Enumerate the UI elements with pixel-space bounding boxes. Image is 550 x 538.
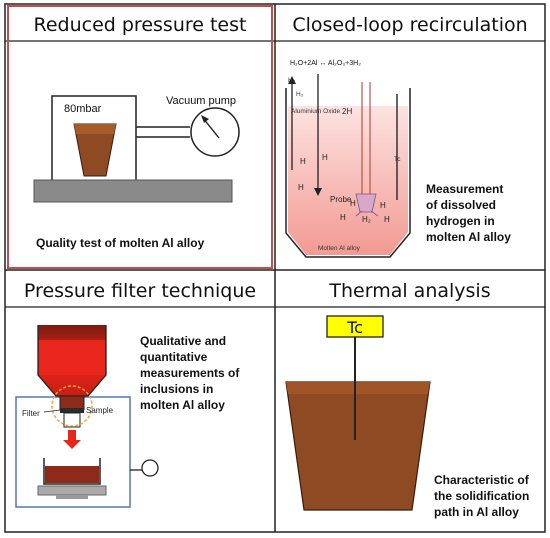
arrow-h2-up-head (288, 76, 296, 84)
scale-base (56, 495, 88, 499)
thermal-crucible-rim (286, 382, 430, 394)
vessel-outline (285, 88, 411, 258)
caption-line: path in Al alloy (434, 505, 519, 519)
caption-line: the solidification (434, 489, 529, 503)
h2-label-top: H₂ (288, 77, 296, 84)
h-atom: H (380, 201, 386, 210)
pump-needle-arrowhead (201, 115, 209, 123)
sample-holder (63, 412, 81, 428)
panel-thermal: Thermal analysis Tc Characteristic of th… (285, 280, 530, 519)
thermal-tc-label: Tc (346, 318, 363, 337)
panel-closed-loop: Closed-loop recirculation H₂O+2Al ↔ Al₂O… (285, 14, 528, 258)
h-pointer (370, 210, 379, 217)
caption-reduced-pressure: Quality test of molten Al alloy (36, 236, 205, 250)
caption-line: Measurement (426, 182, 503, 196)
caption-line: Qualitative and (140, 334, 226, 348)
funnel-top-liquid (39, 340, 105, 375)
filter-disc (60, 408, 84, 413)
pressure-label: 80mbar (64, 103, 102, 115)
thermal-crucible (285, 381, 431, 511)
highlight-border (7, 5, 273, 269)
caption-line: molten Al alloy (140, 398, 225, 412)
panel-title-closed-loop: Closed-loop recirculation (292, 14, 527, 36)
thermal-tc-box (326, 315, 384, 338)
two-h-label: 2H (342, 107, 352, 116)
caption-line: of dissolved (426, 198, 496, 212)
aluminium-oxide-label: Aluminium Oxide (291, 108, 341, 115)
drop-arrow-shaft (68, 430, 76, 440)
h-atom: H (322, 153, 328, 162)
crucible-rim (74, 124, 116, 134)
collection-crucible (43, 458, 101, 485)
probe-head (355, 193, 377, 213)
vacuum-chamber (51, 95, 137, 180)
tc-label-closed-loop: Tc (394, 156, 401, 163)
scale-plate (37, 485, 107, 496)
reaction-equation: H₂O+2Al ↔ Al₂O₃+3H₂ (290, 60, 361, 67)
h-atom: H (350, 199, 356, 208)
drop-arrow-head (63, 440, 81, 449)
caption-line: Characteristic of (434, 473, 530, 487)
base-plate (33, 179, 233, 203)
h-pointer (355, 210, 363, 217)
h-atom: H (340, 213, 346, 222)
filter-pointer (43, 409, 61, 413)
caption-line: molten Al alloy (426, 230, 511, 244)
h2-label-second: H₂ (296, 91, 304, 98)
funnel-neck (59, 395, 85, 411)
panel-title-reduced-pressure: Reduced pressure test (34, 14, 247, 36)
probe-label: Probe (330, 195, 352, 204)
filter-label: Filter (22, 409, 40, 418)
collected-melt (45, 466, 99, 483)
vacuum-pump-label: Vacuum pump (166, 95, 236, 107)
panel-title-pressure-filter: Pressure filter technique (24, 280, 256, 302)
panel-reduced-pressure: Reduced pressure test 80mbar Vacuum pump… (33, 14, 247, 250)
caption-line: inclusions in (140, 382, 213, 396)
caption-line: quantitative (140, 350, 208, 364)
h-atom: H (300, 157, 306, 166)
h-atom: H (298, 183, 304, 192)
molten-al-label: Molten Al alloy (318, 245, 361, 252)
panel-title-thermal: Thermal analysis (328, 280, 490, 302)
arrow-h2-down-head (314, 188, 322, 196)
gauge-icon (141, 459, 159, 477)
highlight-circle (51, 385, 93, 427)
h-atom: H (384, 215, 390, 224)
h2-inside-label: H₂ (362, 215, 371, 224)
caption-line: hydrogen in (426, 214, 495, 228)
panel-pressure-filter: Pressure filter technique Filter Sample … (15, 280, 256, 508)
caption-line: measurements of (140, 366, 240, 380)
molten-metal (288, 106, 408, 255)
sample-label: Sample (86, 406, 114, 415)
